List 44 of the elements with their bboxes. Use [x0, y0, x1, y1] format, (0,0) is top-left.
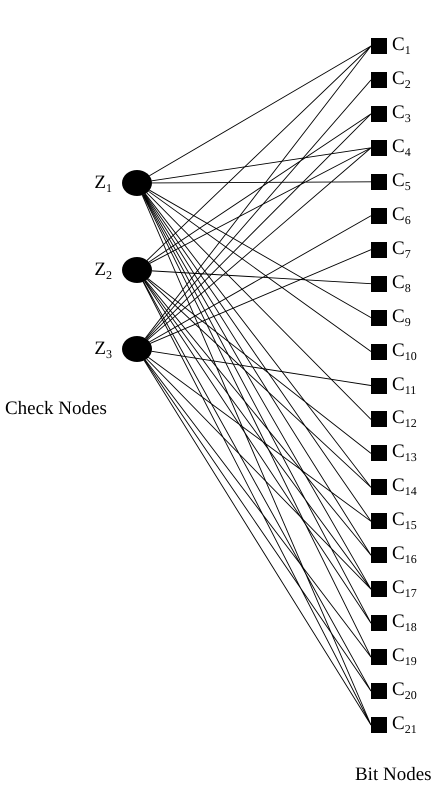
connector-line — [146, 358, 372, 590]
connector-line — [152, 181, 372, 184]
connector-line — [149, 215, 372, 342]
node-label: C$_{2}$ — [392, 68, 411, 90]
node-label: C$_{1}$ — [392, 34, 411, 56]
node-label: C$_{10}$ — [392, 340, 417, 362]
node-label: C$_{7}$ — [392, 238, 411, 260]
connector-line — [148, 113, 372, 263]
node-label: C$_{20}$ — [392, 679, 417, 702]
node-label: C$_{9}$ — [392, 306, 411, 328]
connector-line — [146, 279, 372, 488]
node-label: C$_{5}$ — [392, 170, 411, 192]
group-label: Bit Nodes — [355, 764, 432, 786]
node-label: C$_{8}$ — [392, 272, 411, 294]
connector-line — [148, 46, 372, 176]
node-label: Z$_{2}$ — [94, 259, 112, 281]
connector-line — [149, 147, 372, 264]
connector-line — [152, 270, 372, 284]
connector-line — [148, 278, 372, 454]
group-label: Check Nodes — [5, 398, 107, 420]
node-label: C$_{16}$ — [392, 543, 417, 566]
node-label: Z$_{3}$ — [94, 338, 112, 360]
node-label: C$_{4}$ — [392, 136, 411, 158]
node-label: C$_{3}$ — [392, 102, 411, 124]
connector-line — [146, 192, 372, 420]
connector-line — [151, 147, 372, 182]
connector-line — [147, 147, 372, 340]
connector-line — [146, 46, 372, 261]
node-label: C$_{14}$ — [392, 475, 417, 498]
node-label: C$_{6}$ — [392, 204, 411, 226]
connector-line — [149, 190, 372, 318]
node-label: C$_{13}$ — [392, 441, 417, 464]
node-label: Z$_{1}$ — [94, 172, 112, 194]
connector-line — [148, 356, 372, 522]
connector-line — [150, 249, 372, 344]
connector-line — [148, 190, 372, 352]
node-label: C$_{18}$ — [392, 611, 417, 634]
connector-line — [151, 350, 372, 386]
node-label: C$_{11}$ — [392, 374, 416, 396]
node-label: C$_{12}$ — [392, 407, 417, 430]
node-label: C$_{17}$ — [392, 577, 417, 600]
node-label: C$_{19}$ — [392, 645, 417, 668]
node-label: C$_{15}$ — [392, 509, 417, 532]
node-label: C$_{21}$ — [392, 713, 417, 735]
